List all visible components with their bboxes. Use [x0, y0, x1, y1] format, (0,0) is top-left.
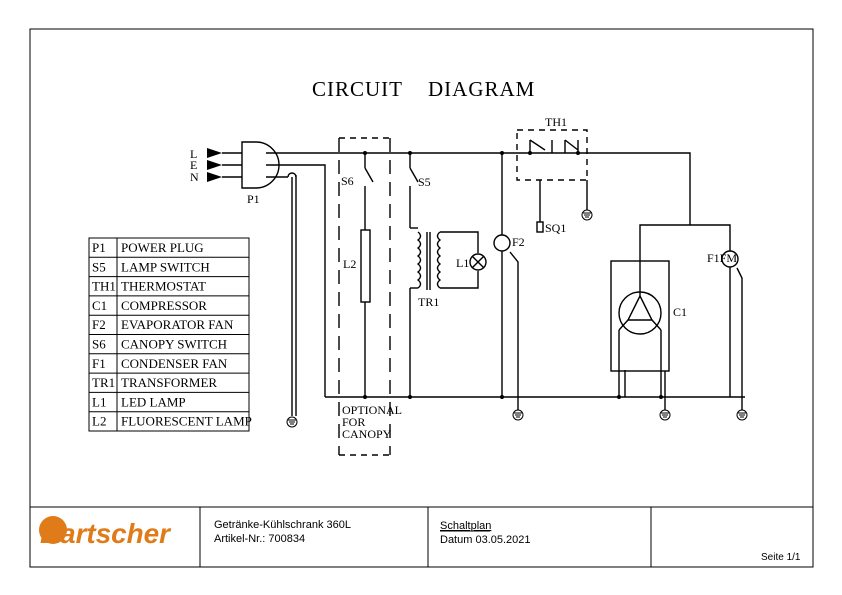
bartscher-logo: Bartscher — [39, 516, 172, 549]
plug-pin-label-e: E — [190, 158, 197, 172]
s5-label: S5 — [418, 175, 431, 189]
sheet-frame — [29, 28, 814, 568]
c1-label: C1 — [673, 305, 687, 319]
article-number: Artikel-Nr.: 700834 — [214, 533, 305, 545]
fluorescent-lamp-l2: L2 — [343, 229, 371, 397]
condenser-fan-f1: F1FM — [690, 224, 743, 410]
led-lamp-l1: L1 — [440, 231, 487, 289]
legend-description: CANOPY SWITCH — [121, 337, 227, 352]
plug-pin-label-l: L — [190, 147, 197, 161]
document-type: Schaltplan — [440, 520, 491, 532]
th1-label: TH1 — [545, 115, 567, 129]
legend-description: FLUORESCENT LAMP — [121, 414, 252, 429]
l2-label: L2 — [343, 257, 356, 271]
legend-code: L2 — [92, 414, 106, 429]
brand-logo-text: Bartscher — [40, 518, 172, 549]
legend-code: C1 — [92, 298, 107, 313]
sq1-label: SQ1 — [545, 221, 566, 235]
legend-description: TRANSFORMER — [121, 375, 217, 390]
ground-symbol-th1 — [581, 209, 593, 221]
plug-pin-label-n: N — [190, 170, 199, 184]
footer-title-block — [30, 506, 813, 567]
ground-symbol-f1 — [736, 409, 748, 421]
product-name: Getränke-Kühlschrank 360L — [214, 519, 351, 531]
document-date: Datum 03.05.2021 — [440, 534, 531, 546]
legend-code: L1 — [92, 394, 106, 409]
legend-description: EVAPORATOR FAN — [121, 317, 234, 332]
bus-junctions — [363, 395, 663, 399]
ground-symbol-plug — [286, 416, 298, 428]
tr1-label: TR1 — [418, 295, 439, 309]
legend-description: POWER PLUG — [121, 240, 204, 255]
diagram-title-word2: DIAGRAM — [428, 77, 535, 101]
legend-code: S6 — [92, 337, 106, 352]
thermostat-th1: TH1 SQ1 — [516, 115, 588, 235]
f2-label: F2 — [512, 235, 525, 249]
optional-note-line1: OPTIONAL — [342, 403, 402, 417]
transformer-tr1: TR1 — [409, 227, 442, 397]
ground-symbol-c1 — [659, 409, 671, 421]
optional-canopy-boundary — [338, 137, 391, 456]
legend-code: TR1 — [92, 375, 115, 390]
plug-label: P1 — [247, 192, 260, 206]
compressor-c1: C1 — [610, 224, 690, 410]
ground-symbol-f2 — [512, 409, 524, 421]
l1-label: L1 — [456, 256, 469, 270]
power-plug-symbol: L E N P1 — [190, 141, 280, 206]
legend-description: COMPRESSOR — [121, 298, 207, 313]
optional-note-line2: FOR — [342, 415, 365, 429]
page-number: Seite 1/1 — [761, 552, 801, 563]
legend-code: TH1 — [92, 279, 116, 294]
evaporator-fan-f2: F2 — [493, 151, 525, 410]
optional-note-line3: CANOPY — [342, 427, 392, 441]
legend-description: THERMOSTAT — [121, 279, 206, 294]
legend-code: F1 — [92, 356, 106, 371]
diagram-title-word1: CIRCUIT — [312, 77, 403, 101]
legend-table: P1 POWER PLUG S5 LAMP SWITCH TH1 THERMOSTAT C1… — [88, 237, 252, 432]
f1fm-label: F1FM — [707, 251, 737, 265]
legend-description: LED LAMP — [121, 394, 186, 409]
canopy-switch-s6: S6 — [341, 151, 374, 230]
legend-description: LAMP SWITCH — [121, 259, 210, 274]
s6-label: S6 — [341, 174, 354, 188]
legend-code: P1 — [92, 240, 106, 255]
legend-code: S5 — [92, 259, 106, 274]
lamp-switch-s5: S5 — [408, 151, 431, 228]
legend-description: CONDENSER FAN — [121, 356, 228, 371]
legend-code: F2 — [92, 317, 106, 332]
main-wiring — [266, 152, 745, 416]
